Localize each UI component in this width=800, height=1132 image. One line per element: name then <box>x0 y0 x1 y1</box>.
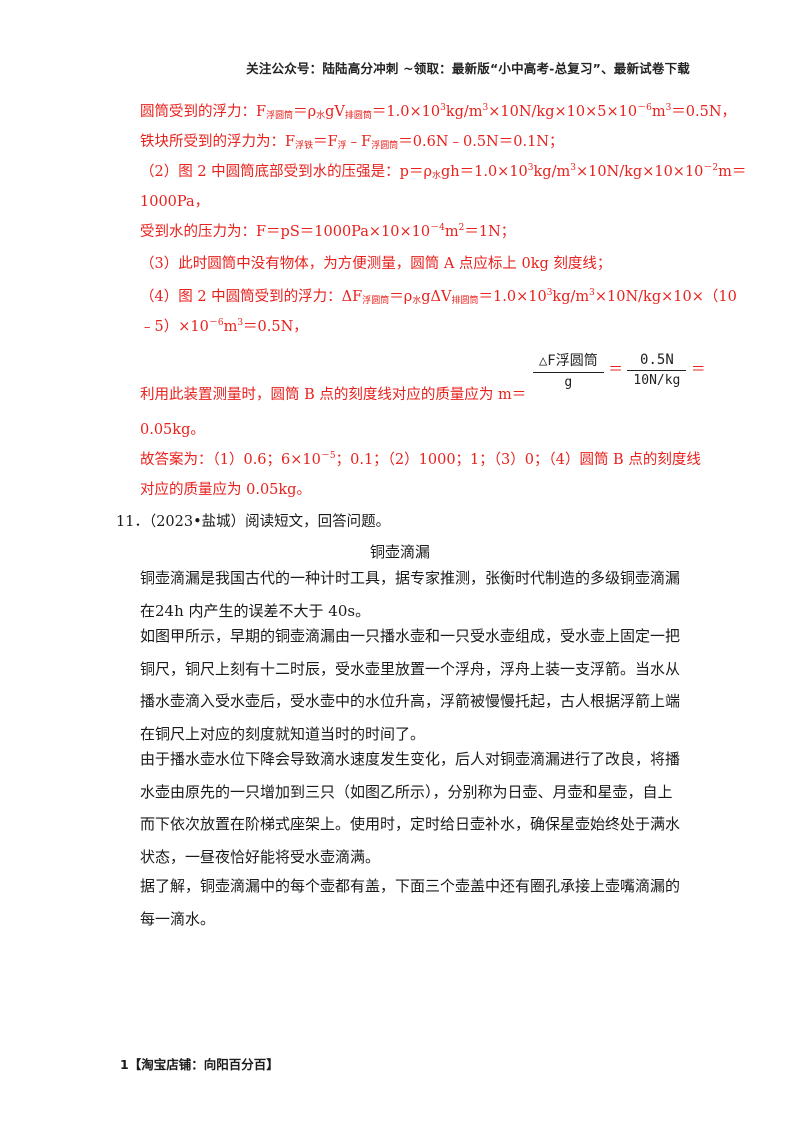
article-title: 铜壶滴漏 <box>369 543 430 561</box>
fraction-numeric: 0.5N 10N/kg <box>627 352 687 388</box>
question-number: 11． <box>116 514 149 530</box>
question-text: （2023•盐城）阅读短文，回答问题。 <box>148 514 391 530</box>
article-paragraph-1: 铜壶滴漏是我国古代的一种计时工具，据专家推测，张衡时代制造的多级铜壶滴漏在24h… <box>140 569 681 620</box>
fraction-buoyancy-over-g: △F浮圆筒 g <box>532 350 604 390</box>
article-paragraph-3: 由于播水壶水位下降会导致滴水速度发生变化，后人对铜壶滴漏进行了改良，将播水壶由原… <box>140 750 681 866</box>
article-paragraph-4: 据了解，铜壶滴漏中的每个壶都有盖，下面三个壶盖中还有圈孔承接上壶嘴滴漏的每一滴水… <box>140 877 681 928</box>
page-footer: 1【淘宝店铺：向阳百分百】 <box>120 1057 279 1072</box>
answer-line-3: （2）图 2 中圆筒底部受到水的压强是：p＝ρ水gh＝1.0×103kg/m3×… <box>140 163 747 181</box>
answer-line-5: 受到水的压力为：F＝pS＝1000Pa×10×10－4m2＝1N； <box>140 223 516 240</box>
answer-line-10: 0.05kg。 <box>140 422 205 438</box>
fraction-denominator: g <box>564 375 573 390</box>
question-stem: 11．（2023•盐城）阅读短文，回答问题。 <box>116 510 390 531</box>
answer-line-8: ﹣5）×10－6m3＝0.5N， <box>140 318 308 335</box>
answer-line-1: 圆筒受到的浮力：F浮圆筒＝ρ水gV排圆筒＝1.0×103kg/m3×10N/kg… <box>140 103 737 121</box>
answer-line-2: 铁块所受到的浮力为：F浮铁＝F浮﹣F浮圆筒＝0.6N﹣0.5N＝0.1N； <box>140 134 564 151</box>
fraction-bar <box>627 370 687 371</box>
answer-line-6: （3）此时圆筒中没有物体，为方便测量，圆筒 A 点应标上 0kg 刻度线； <box>140 256 612 272</box>
answer-line-11: 故答案为：（1）0.6；6×10－5；0.1；（2）1000；1；（3）0；（4… <box>140 451 701 468</box>
article-paragraph-2: 如图甲所示，早期的铜壶滴漏由一只播水壶和一只受水壶组成，受水壶上固定一把铜尺，铜… <box>140 627 681 743</box>
answer-line-9: 利用此装置测量时，圆筒 B 点的刻度线对应的质量应为 m＝ △F浮圆筒 g ＝ … <box>140 350 706 403</box>
page-header: 关注公众号：陆陆高分冲刺 ~领取：最新版“小中高考-总复习”、最新试卷下载 <box>246 61 690 76</box>
fraction-numerator: 0.5N <box>640 352 674 368</box>
fraction-bar <box>532 372 604 373</box>
fraction-numerator: △F浮圆筒 <box>538 353 598 369</box>
fraction-denominator: 10N/kg <box>633 373 681 388</box>
answer-line-12: 对应的质量应为 0.05kg。 <box>140 482 311 498</box>
answer-line-4: 1000Pa， <box>140 194 210 210</box>
answer-line-7: （4）图 2 中圆筒受到的浮力：ΔF浮圆筒＝ρ水gΔV排圆筒＝1.0×103kg… <box>140 288 737 306</box>
